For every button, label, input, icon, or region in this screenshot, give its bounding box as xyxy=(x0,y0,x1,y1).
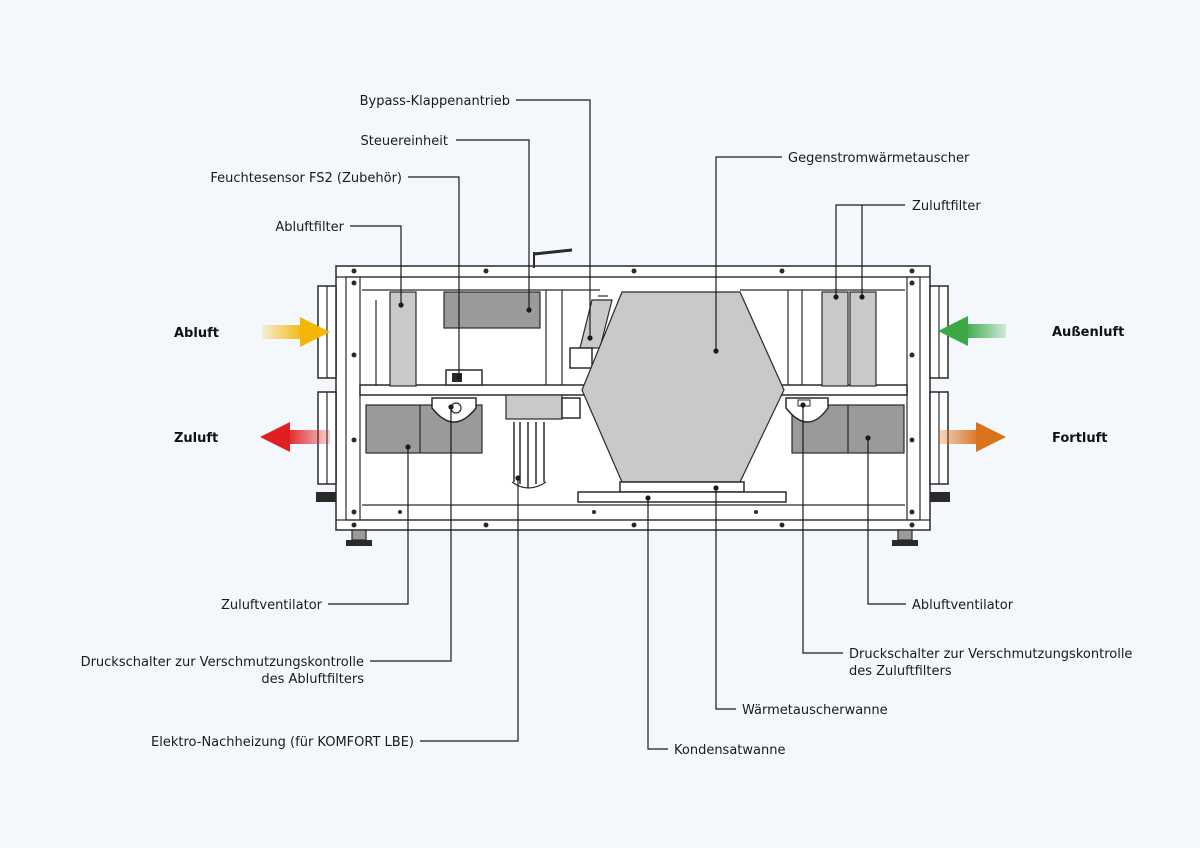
label-supply-filter: Zuluftfilter xyxy=(912,199,981,214)
fortluft-arrow xyxy=(938,422,1006,452)
label-humidity-sensor: Feuchtesensor FS2 (Zubehör) xyxy=(210,171,402,186)
label-bypass-actuator: Bypass-Klappenantrieb xyxy=(360,94,510,109)
flow-label-aussenluft: Außenluft xyxy=(1052,325,1124,340)
supply-air-filter-b xyxy=(849,291,877,387)
supply-fan xyxy=(365,397,483,454)
flow-label-zuluft: Zuluft xyxy=(174,431,218,446)
label-pressure-switch-extract-1: Druckschalter zur Verschmutzungskontroll… xyxy=(81,655,364,670)
label-supply-fan: Zuluftventilator xyxy=(221,598,323,613)
control-unit-box xyxy=(443,291,541,329)
label-pressure-switch-extract-2: des Abluftfilters xyxy=(261,672,364,687)
label-pressure-switch-supply-2: des Zuluftfilters xyxy=(849,664,952,679)
label-heat-exchanger: Gegenstromwärmetauscher xyxy=(788,151,970,166)
label-extract-fan: Abluftventilator xyxy=(912,598,1014,613)
abluft-arrow xyxy=(262,317,330,347)
aussenluft-arrow xyxy=(938,316,1006,346)
heat-exchanger-tray xyxy=(619,481,745,493)
label-control-unit: Steuereinheit xyxy=(361,134,448,149)
label-extract-filter: Abluftfilter xyxy=(275,220,344,235)
label-condensate-tray: Kondensatwanne xyxy=(674,743,785,758)
condensate-tray xyxy=(577,491,787,503)
leader-lines xyxy=(328,99,906,750)
control-antenna xyxy=(533,248,573,268)
zuluft-arrow xyxy=(260,422,330,452)
electric-heater xyxy=(505,394,581,489)
flow-label-fortluft: Fortluft xyxy=(1052,431,1108,446)
label-heat-exchanger-tray: Wärmetauscherwanne xyxy=(742,703,888,718)
label-pressure-switch-supply-1: Druckschalter zur Verschmutzungskontroll… xyxy=(849,647,1132,662)
extract-fan xyxy=(785,397,905,454)
humidity-sensor xyxy=(445,369,483,386)
extract-air-filter xyxy=(389,291,417,387)
label-electric-heater: Elektro-Nachheizung (für KOMFORT LBE) xyxy=(151,735,414,750)
supply-air-filter-a xyxy=(821,291,849,387)
flow-label-abluft: Abluft xyxy=(174,326,219,341)
